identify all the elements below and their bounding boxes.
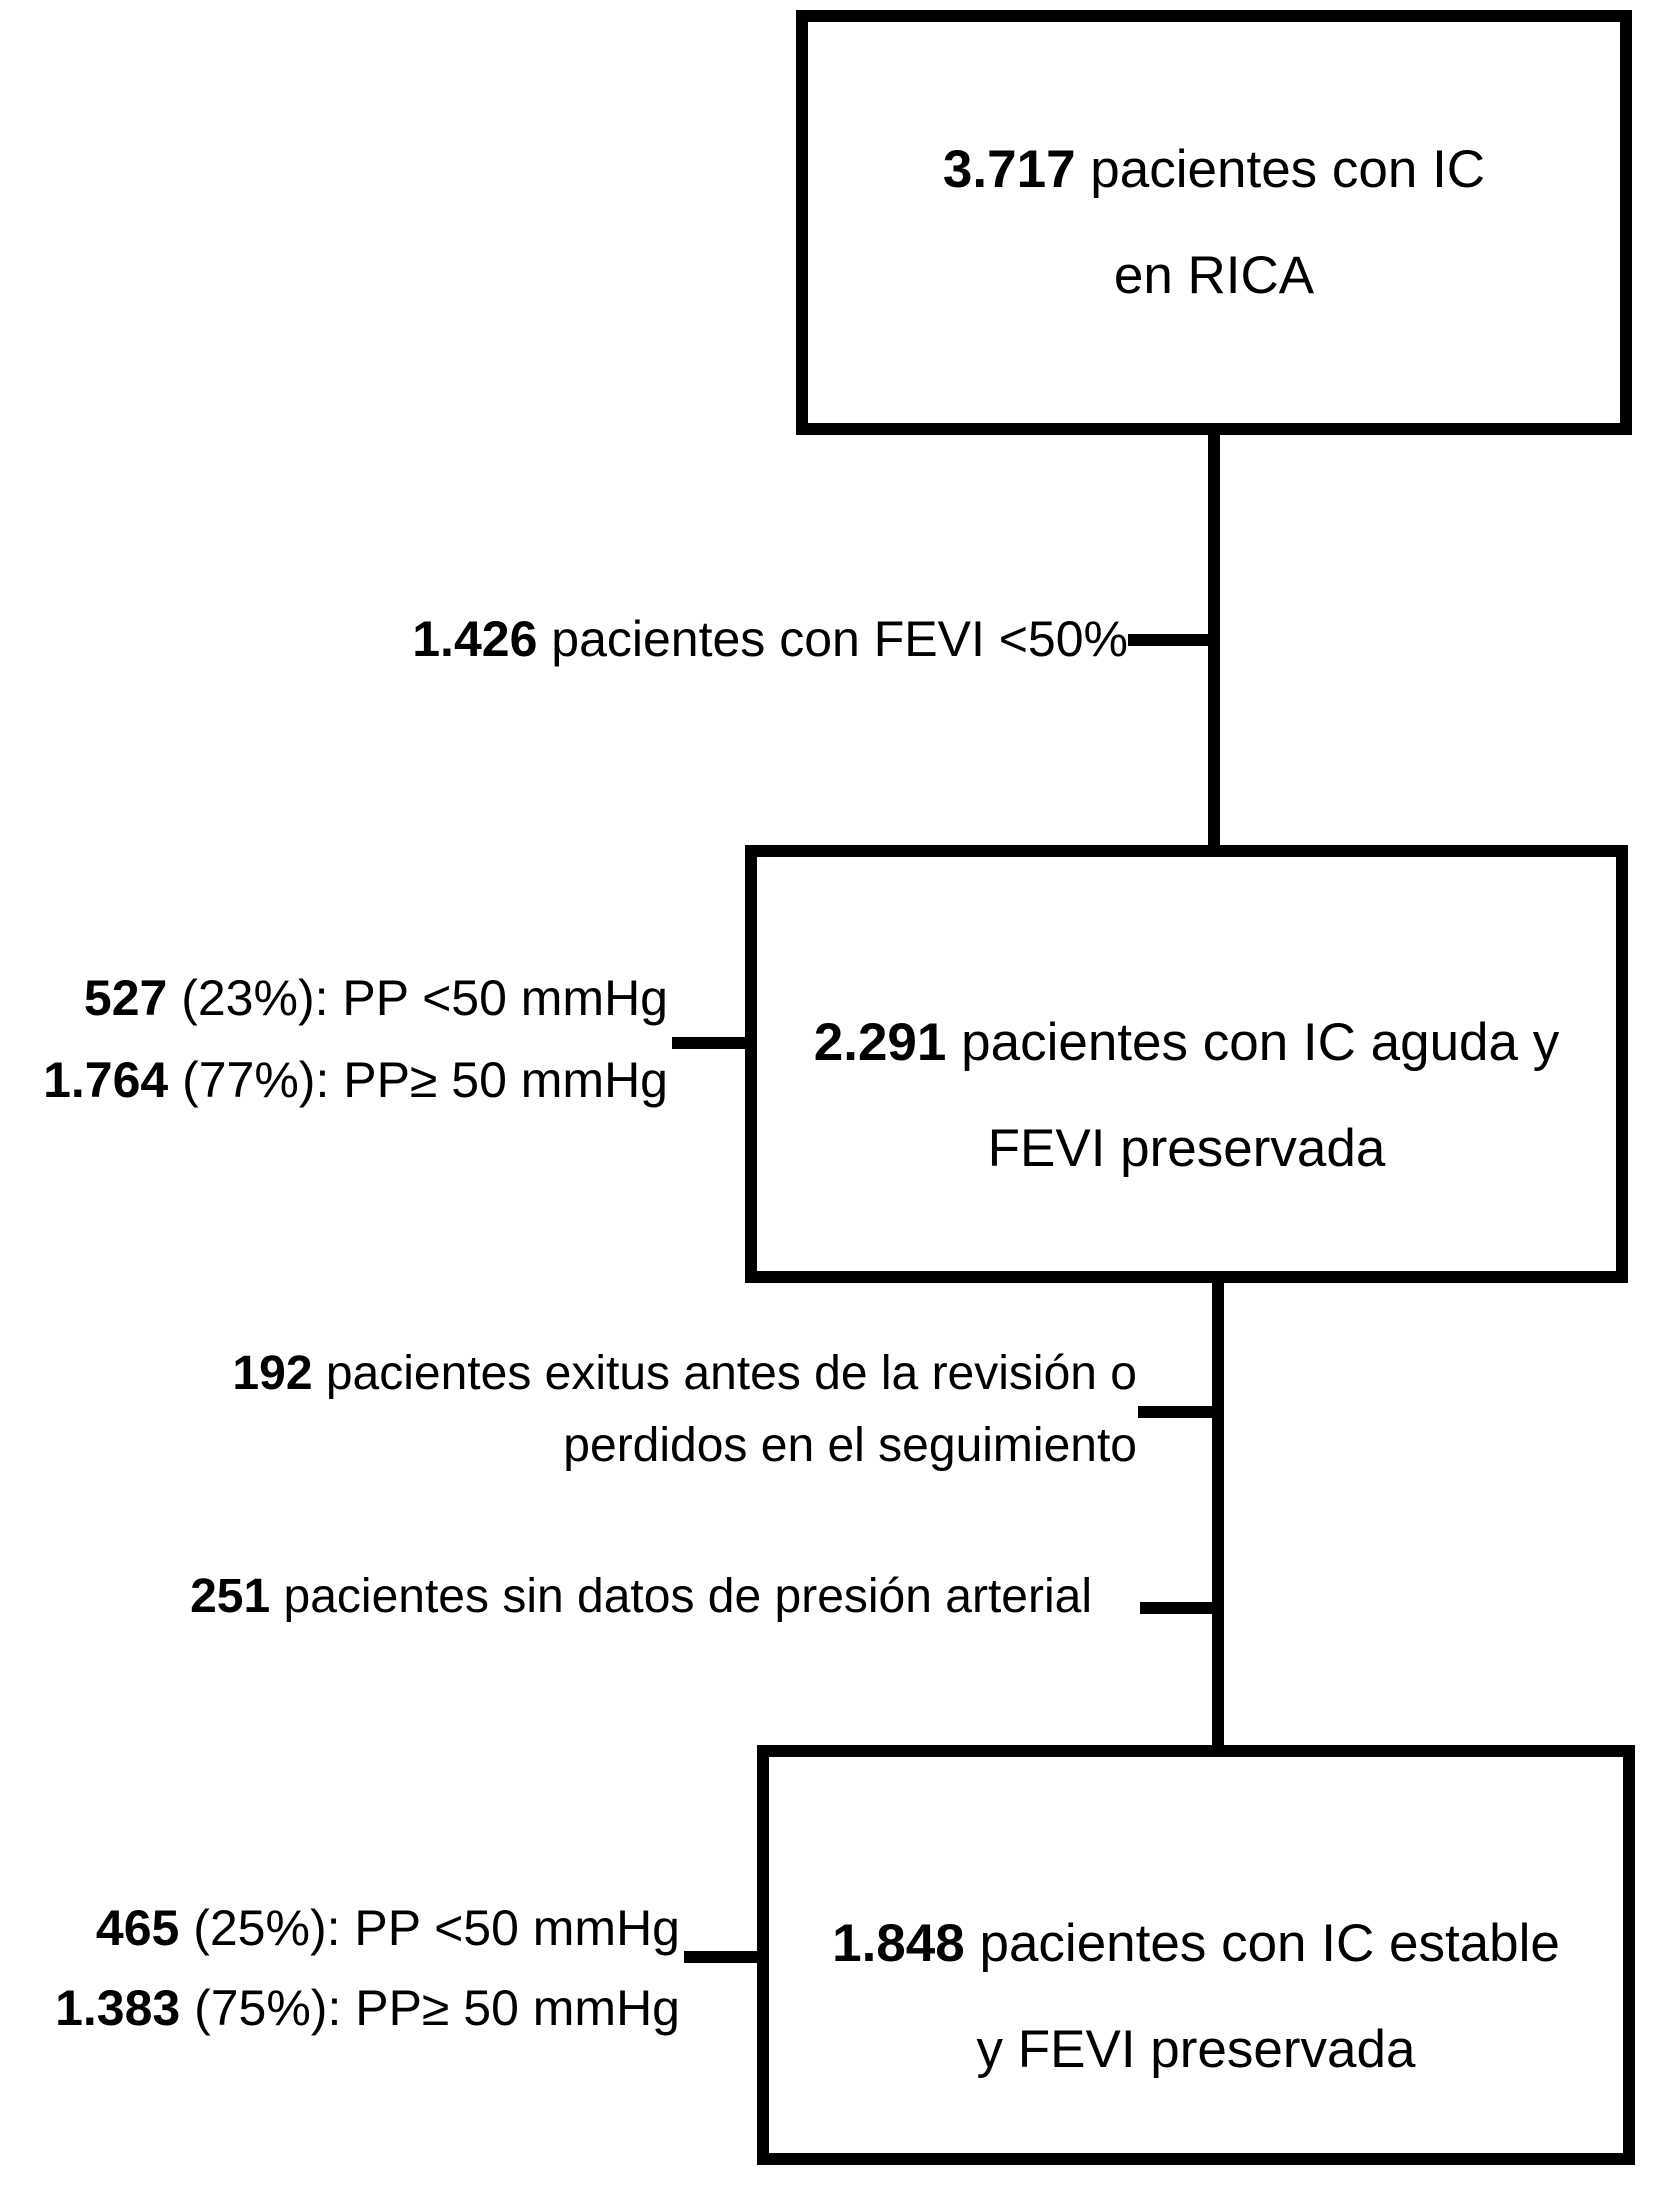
pp-estable-line1: 465 (25%): PP <50 mmHg <box>55 1888 680 1968</box>
connector-aguda-to-estable <box>1212 1281 1224 1747</box>
box-rica-line1-text: pacientes con IC <box>1075 139 1486 199</box>
box-aguda-line1: 2.291 pacientes con IC aguda y <box>814 990 1559 1096</box>
pp-aguda-line2-text: (77%): PP≥ 50 mmHg <box>168 1052 668 1108</box>
pp-aguda-line1-text: (23%): PP <50 mmHg <box>167 970 668 1026</box>
count-pp-lt50-estable: 465 <box>95 1900 180 1956</box>
pp-breakdown-estable: 465 (25%): PP <50 mmHg 1.383 (75%): PP≥ … <box>55 1888 680 2048</box>
exclusion-exitus-line1: 192 pacientes exitus antes de la revisió… <box>232 1338 1137 1410</box>
tick-exclusion-exitus <box>1138 1406 1218 1418</box>
count-excl-sin-datos: 251 <box>190 1570 271 1623</box>
pp-aguda-line2: 1.764 (77%): PP≥ 50 mmHg <box>43 1039 668 1121</box>
box-aguda-line2: FEVI preservada <box>987 1119 1386 1178</box>
exclusion-exitus-label: 192 pacientes exitus antes de la revisió… <box>232 1338 1137 1482</box>
tick-exclusion-fevi <box>1128 634 1214 646</box>
box-estable-line1: 1.848 pacientes con IC estable <box>832 1891 1560 1997</box>
box-estable-line1-text: pacientes con IC estable <box>964 1914 1560 1973</box>
count-total-rica: 3.717 <box>942 139 1076 199</box>
count-pp-lt50-aguda: 527 <box>83 970 168 1026</box>
pp-aguda-line1: 527 (23%): PP <50 mmHg <box>43 957 668 1039</box>
tick-pp-estable <box>684 1951 759 1963</box>
connector-rica-to-aguda <box>1208 433 1220 847</box>
pp-breakdown-aguda: 527 (23%): PP <50 mmHg 1.764 (77%): PP≥ … <box>43 957 668 1121</box>
tick-exclusion-sin-datos <box>1140 1602 1218 1614</box>
tick-pp-aguda <box>672 1037 747 1049</box>
box-rica-line1: 3.717 pacientes con IC <box>943 117 1485 223</box>
exclusion-exitus-line1-text: pacientes exitus antes de la revisión o <box>312 1347 1137 1400</box>
exclusion-sin-datos-label: 251 pacientes sin datos de presión arter… <box>190 1568 1092 1626</box>
count-pp-ge50-aguda: 1.764 <box>43 1052 169 1108</box>
count-ic-estable: 1.848 <box>832 1914 965 1973</box>
box-pacientes-rica: 3.717 pacientes con IC en RICA <box>796 10 1632 435</box>
box-ic-aguda: 2.291 pacientes con IC aguda y FEVI pres… <box>745 845 1628 1283</box>
count-excl-fevi: 1.426 <box>412 611 538 667</box>
box-ic-estable: 1.848 pacientes con IC estable y FEVI pr… <box>757 1745 1635 2165</box>
box-estable-line2: y FEVI preservada <box>976 2020 1416 2079</box>
exclusion-sin-datos-text: pacientes sin datos de presión arterial <box>270 1570 1092 1623</box>
exclusion-fevi-label: 1.426 pacientes con FEVI <50% <box>412 608 1128 670</box>
box-aguda-line1-text: pacientes con IC aguda y <box>946 1013 1560 1072</box>
exclusion-exitus-line2: perdidos en el seguimiento <box>563 1419 1137 1472</box>
pp-estable-line2: 1.383 (75%): PP≥ 50 mmHg <box>55 1968 680 2048</box>
exclusion-fevi-text: pacientes con FEVI <50% <box>537 611 1128 667</box>
count-pp-ge50-estable: 1.383 <box>55 1980 181 2036</box>
pp-estable-line1-text: (25%): PP <50 mmHg <box>179 1900 680 1956</box>
pp-estable-line2-text: (75%): PP≥ 50 mmHg <box>180 1980 680 2036</box>
count-ic-aguda: 2.291 <box>813 1013 947 1072</box>
box-rica-line2: en RICA <box>1113 245 1315 305</box>
count-excl-exitus: 192 <box>232 1347 313 1400</box>
